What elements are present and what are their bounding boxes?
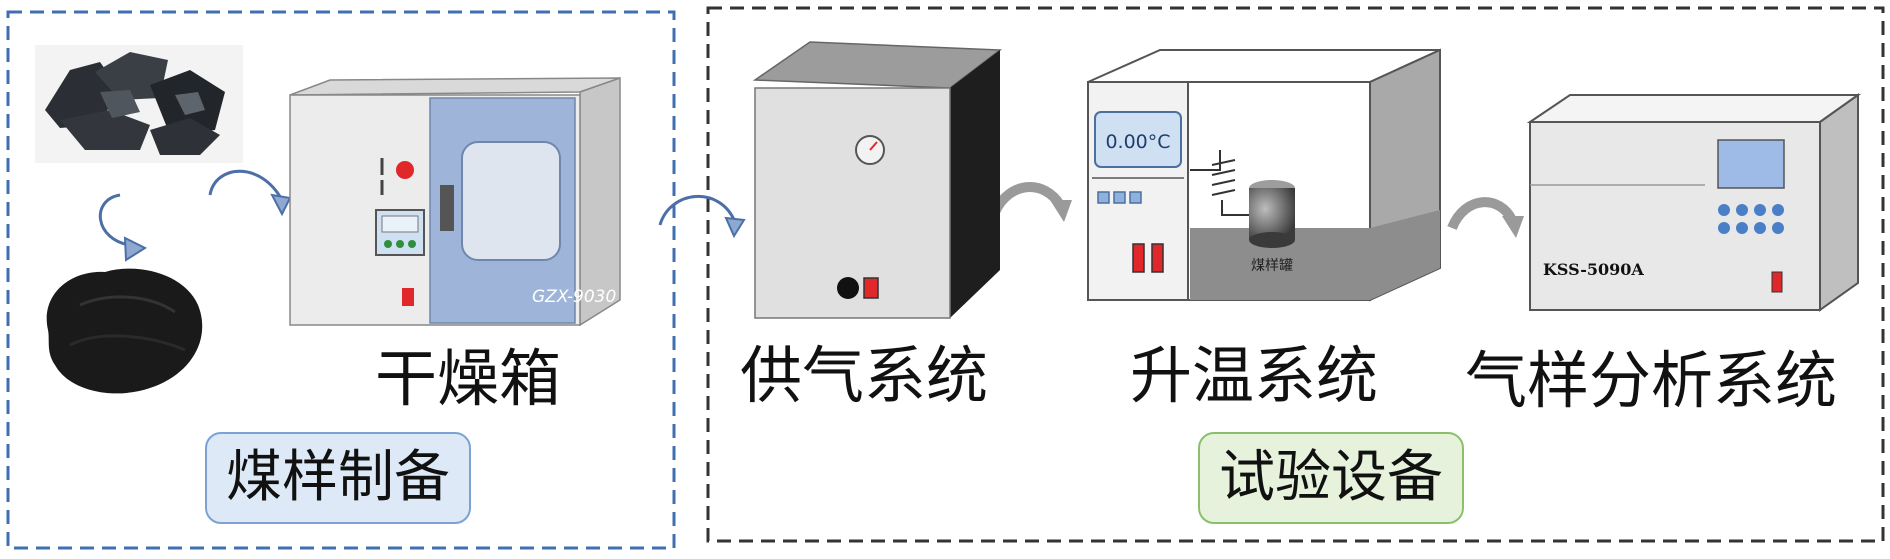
- gas-analysis-label: 气样分析系统: [1465, 344, 1838, 417]
- test-equipment-tag: 试验设备: [1198, 432, 1464, 524]
- gray-arrow-icon: [990, 182, 1517, 231]
- drying-oven-label: 干燥箱: [375, 342, 562, 415]
- sample-prep-frame: [6, 10, 676, 550]
- temperature-readout: 0.00°C: [1105, 131, 1170, 153]
- coal-powder-icon: [46, 268, 203, 394]
- gas-supply-label: 供气系统: [740, 339, 989, 412]
- tank-label: 煤样罐: [1251, 258, 1293, 274]
- drying-oven-icon: [289, 76, 621, 327]
- gas-supply-icon: [752, 41, 1003, 319]
- heating-chamber-icon: [1087, 48, 1441, 302]
- coal-lumps-icon: [35, 45, 243, 163]
- curved-arrow-icon: [98, 169, 737, 247]
- sample-prep-tag: 煤样制备: [205, 432, 471, 524]
- analyzer-model-label: KSS-5090A: [1543, 260, 1644, 279]
- oven-model-label: GZX-9030: [532, 287, 616, 307]
- test-equipment-frame: [706, 6, 1885, 543]
- heating-label: 升温系统: [1130, 339, 1379, 412]
- curved-arrow-fill: [123, 193, 746, 262]
- gas-analyzer-icon: [1526, 93, 1862, 312]
- gray-arrowheads: [1050, 200, 1524, 238]
